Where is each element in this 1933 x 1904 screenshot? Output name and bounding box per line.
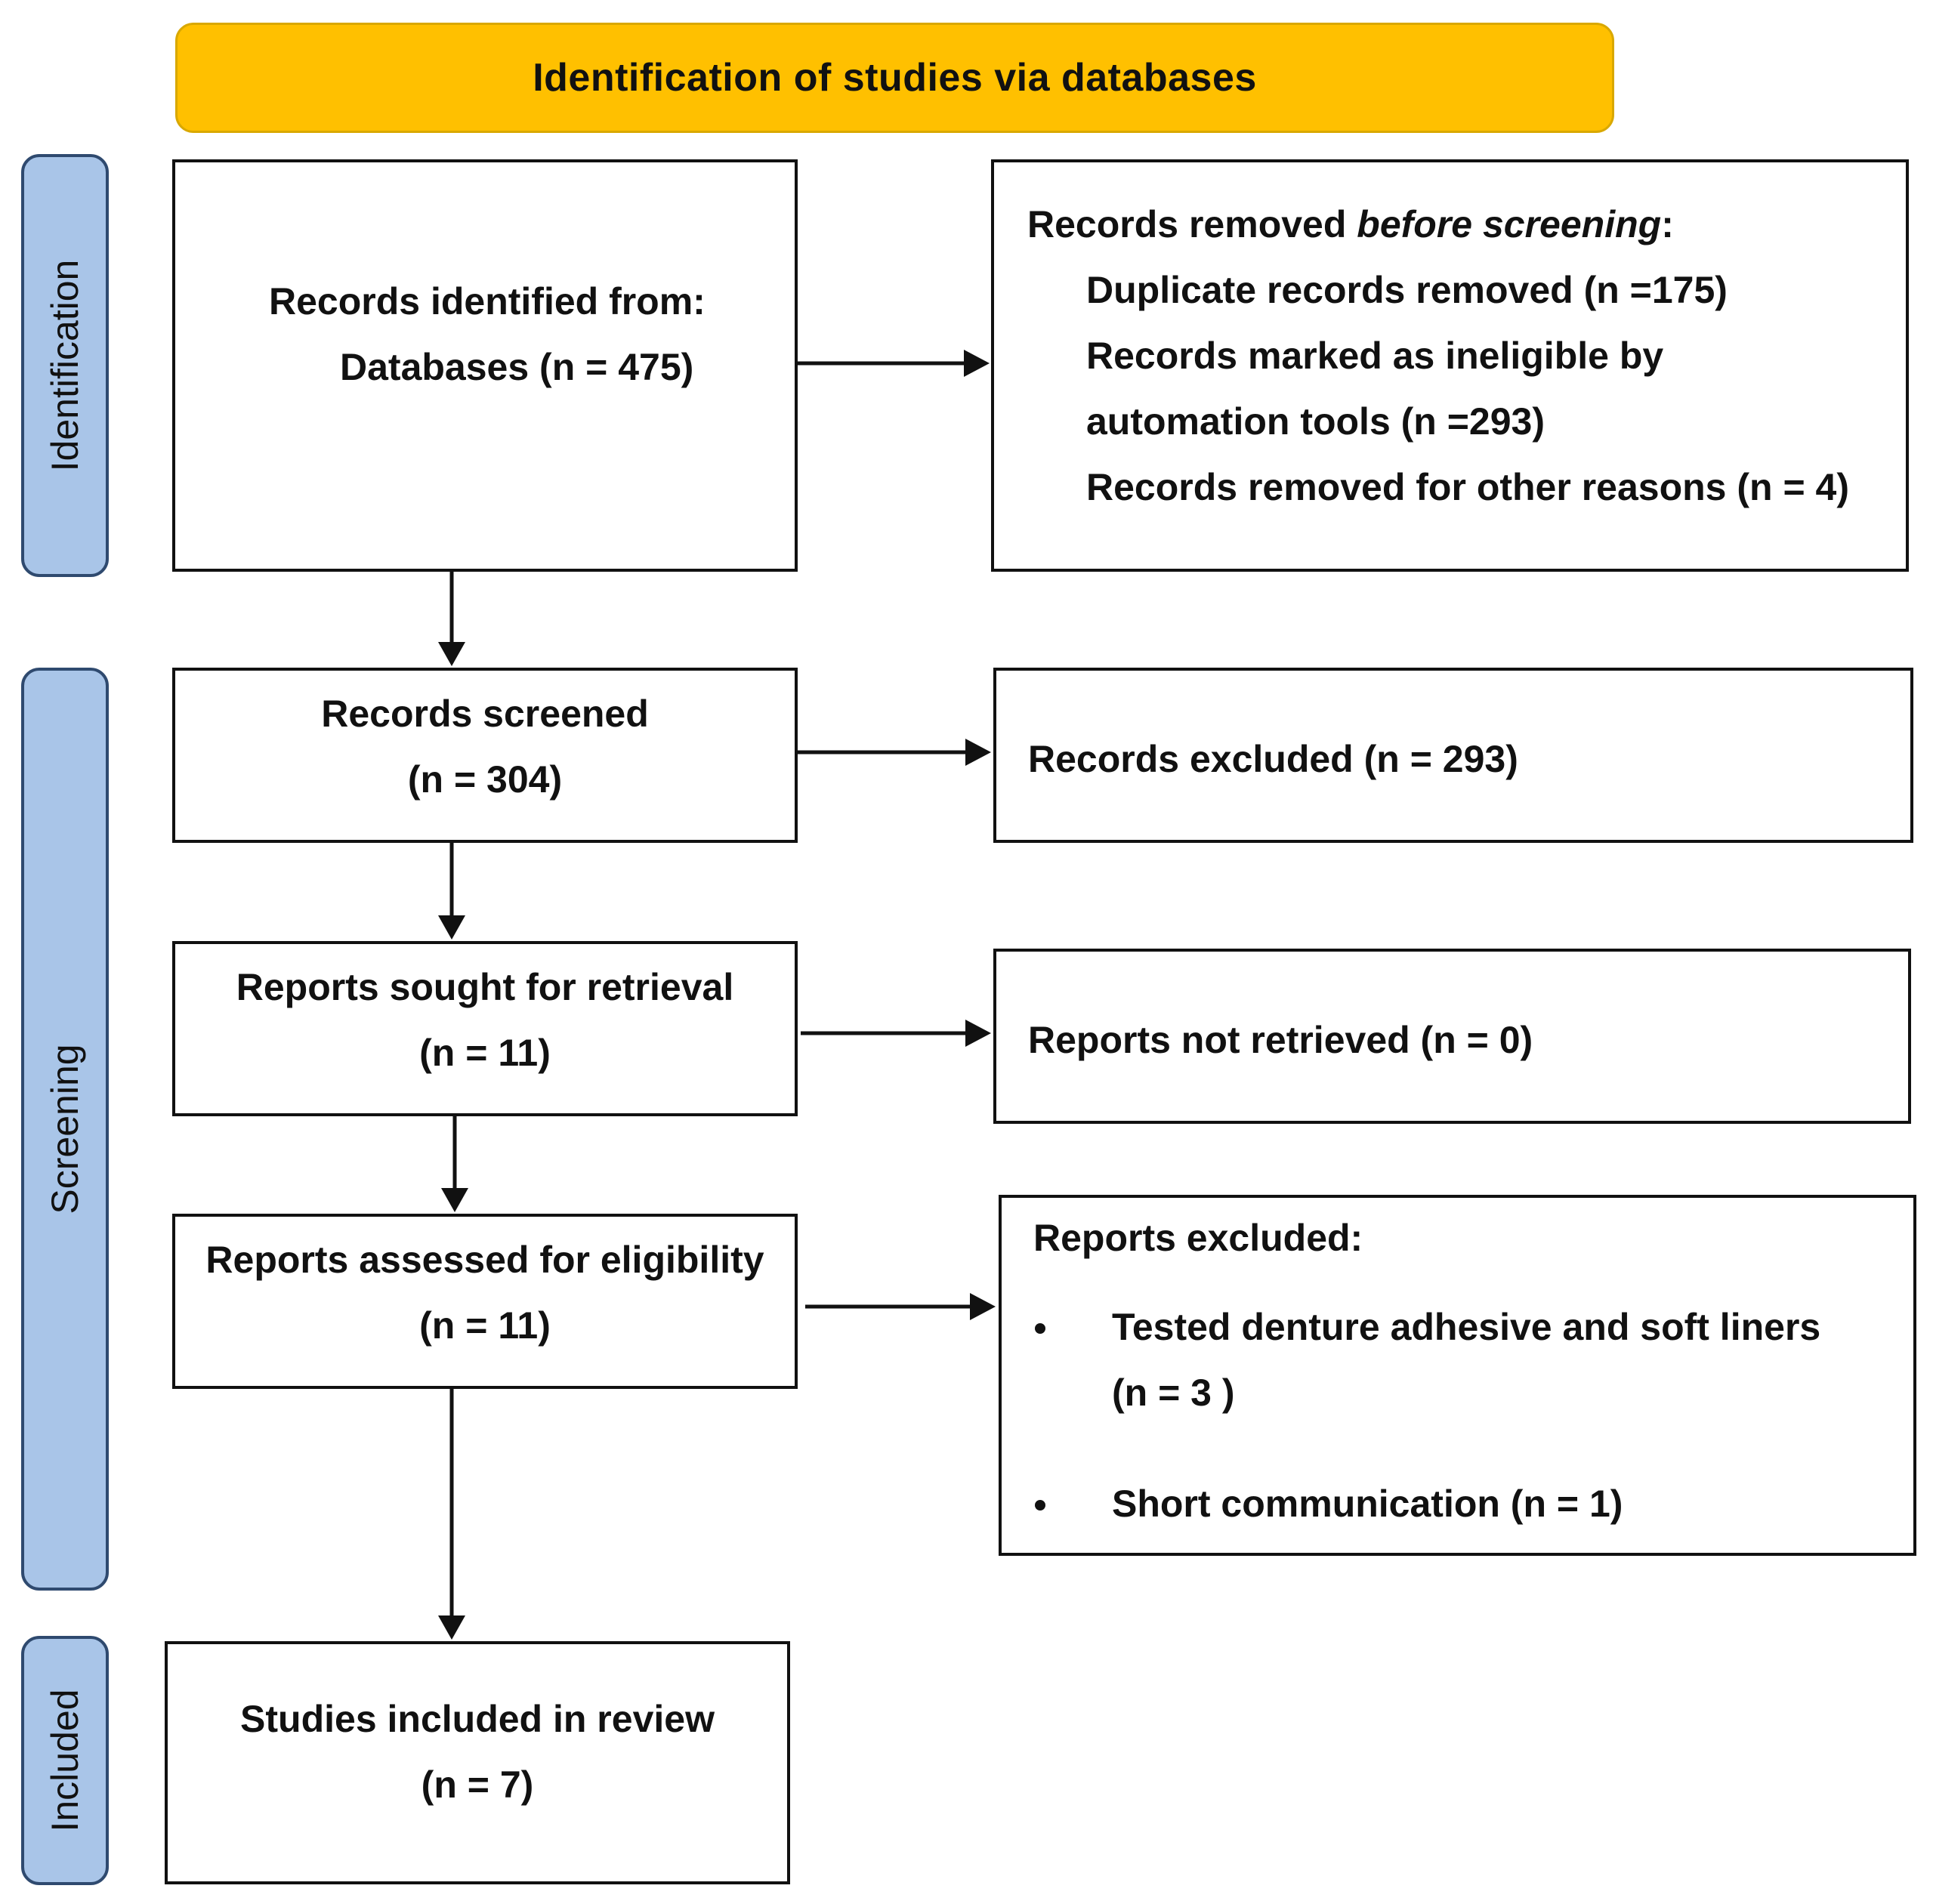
records-removed-heading-italic: before screening	[1357, 203, 1662, 245]
identification-banner: Identification of studies via databases	[175, 23, 1614, 133]
reports-assessed-line1: Reports assessed for eligibility	[205, 1239, 764, 1281]
reports-excluded-bullet1-line1: Tested denture adhesive and soft liners	[1112, 1306, 1821, 1348]
phase-identification: Identification	[21, 154, 109, 577]
reports-excluded-bullet1-line2: (n = 3 )	[1112, 1372, 1235, 1414]
studies-included-line2: (n = 7)	[421, 1764, 534, 1806]
reports-sought-line2: (n = 11)	[419, 1032, 551, 1074]
other-reasons-item: Records removed for other reasons (n = 4…	[1086, 466, 1850, 508]
reports-assessed-box: Reports assessed for eligibility (n = 11…	[172, 1214, 798, 1389]
reports-excluded-bullet2: Short communication (n = 1)	[1112, 1483, 1623, 1525]
records-identified-box: Records identified from: Databases (n = …	[172, 159, 798, 572]
arrowhead-assessed-to-included	[438, 1615, 465, 1640]
arrowhead-identified-to-screened	[438, 642, 465, 666]
records-removed-box: Records removed before screening: Duplic…	[991, 159, 1909, 572]
arrowhead-screened-to-sought	[438, 915, 465, 940]
records-identified-line1: Records identified from:	[269, 280, 706, 322]
bullet-dot-1	[1035, 1323, 1045, 1334]
reports-not-retrieved-line1: Reports not retrieved (n = 0)	[1028, 1019, 1533, 1061]
records-screened-line1: Records screened	[321, 693, 649, 735]
records-identified-line2: Databases (n = 475)	[340, 346, 694, 388]
phase-screening: Screening	[21, 668, 109, 1591]
records-removed-heading-prefix: Records removed	[1027, 203, 1357, 245]
reports-excluded-box: Reports excluded: Tested denture adhesiv…	[999, 1195, 1916, 1556]
automation-tools-item: automation tools (n =293)	[1086, 400, 1545, 443]
reports-sought-box: Reports sought for retrieval (n = 11)	[172, 941, 798, 1116]
reports-not-retrieved-box: Reports not retrieved (n = 0)	[993, 949, 1911, 1124]
records-excluded-line1: Records excluded (n = 293)	[1028, 738, 1518, 780]
phase-included: Included	[21, 1636, 109, 1885]
records-removed-heading-suffix: :	[1661, 203, 1674, 245]
reports-excluded-heading: Reports excluded:	[1033, 1217, 1363, 1259]
studies-included-box: Studies included in review (n = 7)	[165, 1641, 790, 1884]
records-screened-box: Records screened (n = 304)	[172, 668, 798, 843]
arrowhead-screened-to-excluded	[965, 739, 991, 766]
ineligible-records-item: Records marked as ineligible by	[1086, 335, 1664, 377]
arrowhead-assessed-to-reports-excluded	[970, 1293, 996, 1320]
reports-assessed-line2: (n = 11)	[419, 1304, 551, 1347]
records-excluded-box: Records excluded (n = 293)	[993, 668, 1913, 843]
records-screened-line2: (n = 304)	[407, 758, 563, 801]
arrowhead-sought-to-not-retrieved	[965, 1020, 991, 1047]
records-removed-heading: Records removed before screening:	[1027, 202, 1906, 246]
bullet-dot-2	[1035, 1500, 1045, 1511]
reports-sought-line1: Reports sought for retrieval	[236, 966, 734, 1008]
arrowhead-sought-to-assessed	[441, 1188, 468, 1212]
duplicate-records-item: Duplicate records removed (n =175)	[1086, 269, 1728, 311]
studies-included-line1: Studies included in review	[240, 1698, 715, 1740]
arrowhead-identified-to-removed	[964, 350, 990, 377]
